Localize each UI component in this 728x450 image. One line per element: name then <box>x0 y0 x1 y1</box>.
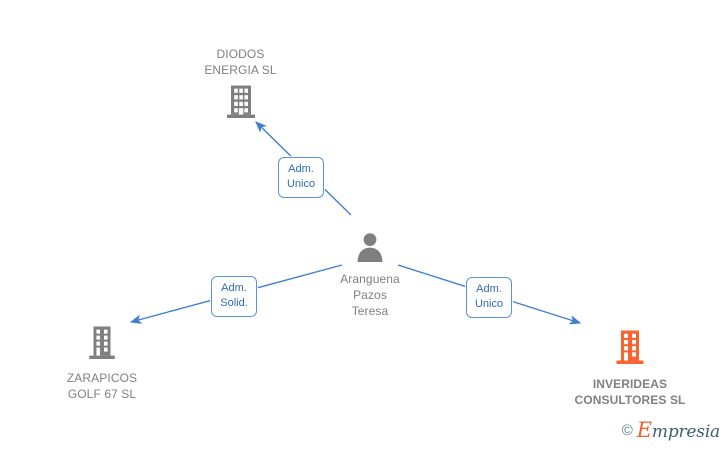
company-node-zarapicos[interactable]: ZARAPICOS GOLF 67 SL <box>47 325 157 402</box>
building-icon <box>86 325 118 365</box>
building-icon <box>225 84 257 124</box>
copyright-icon: © <box>621 421 633 439</box>
building-icon <box>613 329 647 371</box>
relation-chip-adm-unico-diodos[interactable]: Adm. Unico <box>278 157 324 198</box>
relation-chip-adm-solid-zarapicos[interactable]: Adm. Solid. <box>211 276 257 317</box>
person-label: Aranguena Pazos Teresa <box>340 272 400 318</box>
relation-chip-adm-unico-inverideas[interactable]: Adm. Unico <box>466 277 512 318</box>
person-icon <box>355 232 385 266</box>
company-label-diodos: DIODOS ENERGIA SL <box>204 47 277 77</box>
company-label-zarapicos: ZARAPICOS GOLF 67 SL <box>66 371 138 401</box>
company-label-inverideas: INVERIDEAS CONSULTORES SL <box>574 377 686 407</box>
brand-initial: E <box>636 418 652 442</box>
company-node-inverideas[interactable]: INVERIDEAS CONSULTORES SL <box>562 329 698 408</box>
company-node-diodos[interactable]: DIODOS ENERGIA SL <box>188 46 293 124</box>
brand-rest: mpresia <box>651 422 720 442</box>
person-node-aranguena-pazos-teresa[interactable]: Aranguena Pazos Teresa <box>326 232 414 319</box>
empresia-watermark: © Empresia <box>622 418 720 442</box>
brand-wordmark: Empresia <box>637 418 720 442</box>
